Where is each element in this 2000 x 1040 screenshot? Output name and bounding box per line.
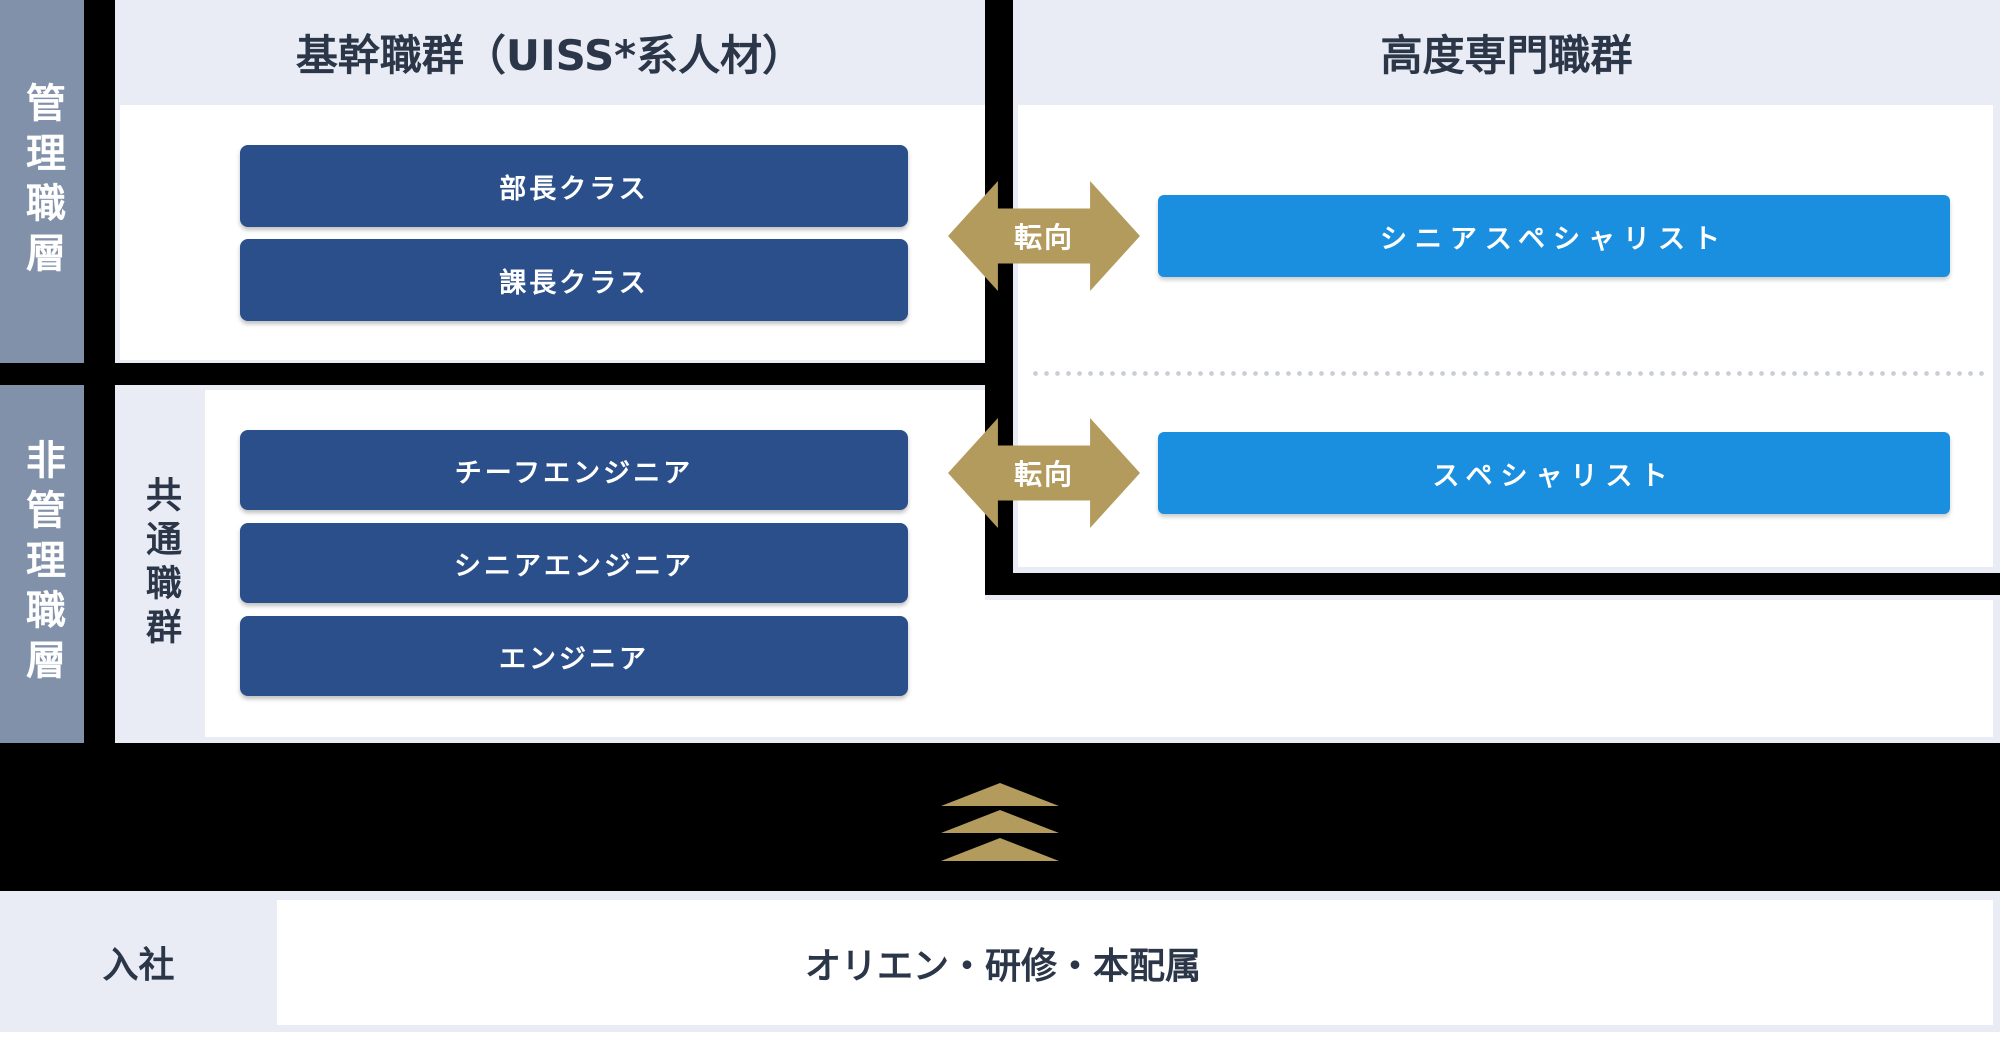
core-group-title: 基幹職群（UISS*系人材）: [295, 31, 805, 80]
common-group-label-text: 共通職群: [140, 476, 181, 652]
row-label-non-management-text: 非管理職層: [19, 439, 65, 689]
box-chief-engineer: チーフエンジニア: [240, 430, 908, 510]
up-chevron-icon-2: [941, 810, 1059, 833]
specialist-divider-dotted-line: [1030, 370, 1985, 376]
box-engineer: エンジニア: [240, 616, 908, 696]
box-section-manager-class: 課長クラス: [240, 239, 908, 321]
join-company-label: 入社: [102, 944, 175, 986]
conversion-arrow-bottom-label: 転向: [1013, 458, 1074, 491]
box-specialist: スペシャリスト: [1158, 432, 1950, 514]
lower-right-region-content: [985, 600, 1993, 737]
core-group-content: [120, 105, 985, 360]
box-senior-specialist: シニアスペシャリスト: [1158, 195, 1950, 277]
conversion-arrow-top-label: 転向: [1013, 221, 1074, 254]
row-label-non-management: 非管理職層: [0, 385, 84, 743]
row-separator-band: [0, 363, 1013, 385]
bottom-white-strip: [0, 1032, 2000, 1040]
row-label-management-text: 管理職層: [19, 81, 65, 282]
common-group-label-strip: 共通職群: [115, 385, 205, 743]
up-chevron-icon-1: [941, 783, 1059, 806]
left-vertical-separator: [84, 0, 115, 743]
box-senior-engineer: シニアエンジニア: [240, 523, 908, 603]
advanced-group-title: 高度専門職群: [1380, 31, 1633, 80]
box-director-class: 部長クラス: [240, 145, 908, 227]
up-chevron-icon-3: [941, 838, 1059, 861]
entry-row-content: [277, 900, 1993, 1025]
row-label-management: 管理職層: [0, 0, 84, 363]
